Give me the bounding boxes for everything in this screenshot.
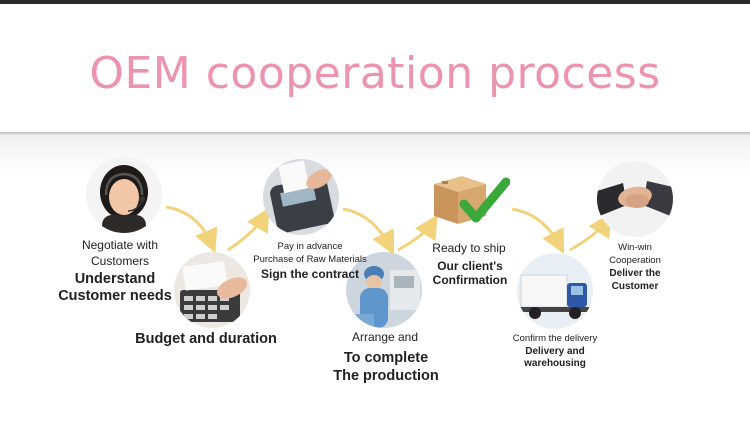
winwin-line1: Win-win — [618, 242, 652, 253]
negotiate-bold2: Customer needs — [58, 288, 172, 304]
pay-line1: Pay in advance — [277, 241, 343, 252]
winwin-bold2: Customer — [611, 281, 659, 292]
title-band: OEM cooperation process — [0, 4, 750, 132]
delivery-photo — [517, 253, 593, 329]
arrange-bold1: To complete — [343, 350, 429, 366]
arrange-bold2: The production — [333, 368, 439, 384]
delivery-line1: Confirm the delivery — [512, 333, 598, 344]
top-bar — [0, 0, 750, 4]
budget-photo — [174, 252, 250, 328]
budget-bold: Budget and duration — [135, 331, 277, 347]
arrow-4 — [397, 214, 438, 252]
pay-bold: Sign the contract — [260, 267, 359, 281]
ship-bold2: Confirmation — [432, 273, 508, 287]
ship-box-image — [428, 168, 511, 230]
ship-bold1: Our client's — [437, 259, 503, 273]
handshake-photo — [597, 161, 673, 237]
negotiate-bold1: Understand — [74, 271, 156, 287]
arrange-line1: Arrange and — [351, 330, 419, 344]
ship-line1: Ready to ship — [432, 241, 506, 255]
negotiate-photo — [86, 157, 162, 233]
pay-photo — [263, 159, 339, 235]
arrow-3 — [342, 207, 395, 255]
winwin-line2: Cooperation — [609, 255, 661, 266]
delivery-bold1: Delivery and — [525, 346, 585, 357]
winwin-bold1: Deliver the — [609, 268, 661, 279]
negotiate-line1: Negotiate with — [81, 238, 159, 252]
page-title: OEM cooperation process — [89, 48, 661, 99]
delivery-bold2: warehousing — [524, 358, 586, 369]
arrow-1 — [165, 205, 218, 254]
arrow-2 — [227, 207, 270, 252]
pay-line2: Purchase of Raw Materials — [253, 254, 367, 265]
divider — [0, 132, 750, 135]
arrow-5 — [511, 207, 565, 254]
production-photo — [346, 252, 422, 328]
negotiate-line2: Customers — [90, 254, 149, 268]
